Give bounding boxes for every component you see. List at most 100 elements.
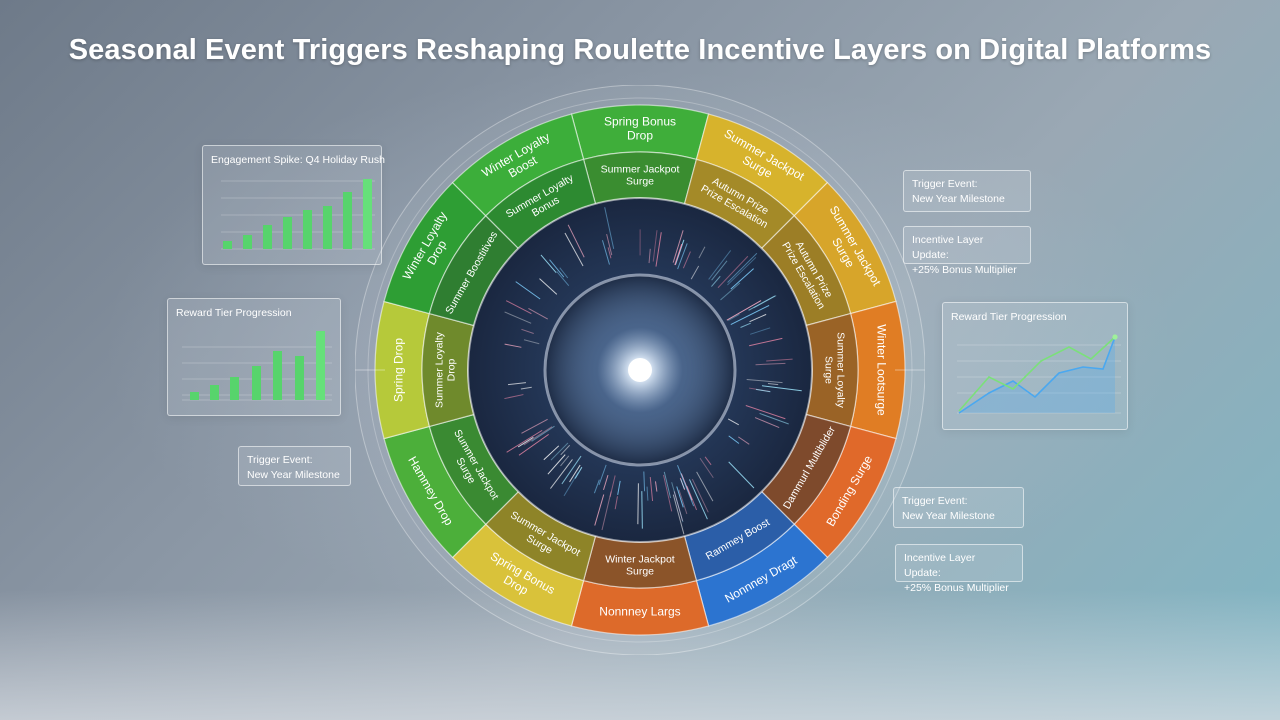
bar	[343, 192, 352, 249]
line-series-green	[958, 336, 1116, 412]
bar	[252, 366, 261, 400]
bar	[273, 351, 282, 400]
light-streak	[704, 456, 712, 466]
bar	[363, 179, 372, 249]
light-streak	[652, 230, 658, 262]
light-streak	[680, 478, 685, 490]
reward-tier-title-left: Reward Tier Progression	[176, 307, 292, 319]
light-streak	[609, 475, 616, 498]
incentive-layer-label: Incentive Layer Update:	[904, 552, 976, 579]
engagement-bar-chart	[221, 179, 375, 250]
light-streak	[607, 247, 612, 259]
light-streak	[663, 471, 672, 499]
light-streak	[654, 481, 658, 492]
light-streak	[637, 483, 639, 525]
light-streak	[745, 405, 786, 420]
light-streak	[727, 252, 758, 283]
light-streak	[761, 385, 802, 392]
light-streak	[564, 232, 584, 267]
hub-core-light	[628, 358, 652, 382]
light-streak	[649, 476, 654, 502]
light-streak	[507, 382, 526, 386]
light-streak	[563, 472, 579, 497]
incentive-layer-value: +25% Bonus Multiplier	[912, 264, 1017, 276]
engagement-spike-panel: Engagement Spike: Q4 Holiday Rush	[202, 145, 385, 265]
line-series-blue	[958, 336, 1116, 414]
light-streak	[676, 486, 684, 508]
light-streak	[740, 322, 751, 328]
light-streak	[504, 394, 524, 400]
light-streak	[567, 224, 585, 258]
light-streak	[677, 464, 695, 507]
light-streak	[521, 328, 534, 334]
light-streak	[682, 251, 691, 269]
trigger-event-label: Trigger Event:	[902, 495, 968, 507]
outer-ring-segment-label: Nonnney Largs	[599, 605, 680, 619]
reward-tier-title-right: Reward Tier Progression	[951, 311, 1067, 323]
reward-tier-panel-right: Reward Tier Progression	[942, 302, 1128, 430]
light-streak	[528, 308, 548, 320]
light-streak	[556, 271, 570, 287]
reward-tier-line-chart	[957, 334, 1121, 414]
trigger-event-label: Trigger Event:	[247, 454, 313, 466]
light-streak	[727, 256, 757, 286]
wheel-halo-ring	[367, 97, 913, 643]
light-streak	[517, 436, 534, 448]
light-streak	[727, 313, 740, 321]
light-streak	[755, 362, 786, 366]
light-streak	[569, 464, 581, 483]
reward-tier-panel-left: Reward Tier Progression	[167, 298, 341, 416]
light-streak	[560, 444, 571, 456]
light-streak	[606, 233, 613, 256]
light-streak	[523, 339, 540, 345]
bar	[230, 377, 239, 400]
light-streak	[727, 418, 740, 426]
incentive-layer-card-bottom-right: Incentive Layer Update: +25% Bonus Multi…	[895, 544, 1023, 594]
light-streak	[521, 418, 548, 434]
inner-ring-segment-label: Summer LoyaltySurge	[823, 332, 847, 409]
light-streak	[523, 426, 553, 446]
bar	[263, 225, 272, 249]
light-streak	[759, 412, 789, 425]
light-streak	[728, 461, 755, 489]
light-streak	[749, 313, 767, 323]
light-streak	[641, 491, 643, 529]
light-streak	[593, 479, 600, 494]
inner-ring-segment-label: Summer LoyaltyDrop	[433, 331, 457, 408]
trigger-event-card-top-right: Trigger Event: New Year Milestone	[903, 170, 1031, 212]
incentive-layer-card-top-right: Incentive Layer Update: +25% Bonus Multi…	[903, 226, 1031, 276]
light-streak	[717, 255, 749, 289]
light-streak	[699, 457, 714, 479]
trigger-event-value: New Year Milestone	[912, 193, 1005, 205]
light-streak	[601, 491, 612, 531]
light-streak	[505, 300, 532, 315]
bar	[303, 210, 312, 249]
light-streak	[655, 232, 662, 267]
light-streak	[559, 267, 569, 279]
light-streak	[504, 311, 532, 324]
light-streak	[594, 494, 605, 526]
light-streak	[720, 282, 741, 301]
bar	[323, 206, 332, 249]
light-streak	[601, 240, 610, 265]
light-streak	[673, 491, 684, 521]
bar	[223, 241, 232, 249]
incentive-layer-value: +25% Bonus Multiplier	[904, 582, 1009, 594]
light-streak	[708, 250, 732, 280]
light-streak	[561, 455, 582, 485]
light-streak	[711, 260, 728, 281]
light-streak	[767, 382, 779, 386]
light-streak	[663, 474, 673, 512]
light-streak	[671, 482, 684, 523]
light-streak	[550, 459, 573, 489]
light-streak	[688, 479, 708, 520]
light-streak	[672, 494, 685, 535]
light-streak	[726, 300, 762, 321]
trigger-event-value: New Year Milestone	[247, 469, 340, 481]
line-endpoint	[1112, 334, 1118, 340]
light-streak	[750, 327, 771, 335]
light-streak	[646, 486, 649, 501]
